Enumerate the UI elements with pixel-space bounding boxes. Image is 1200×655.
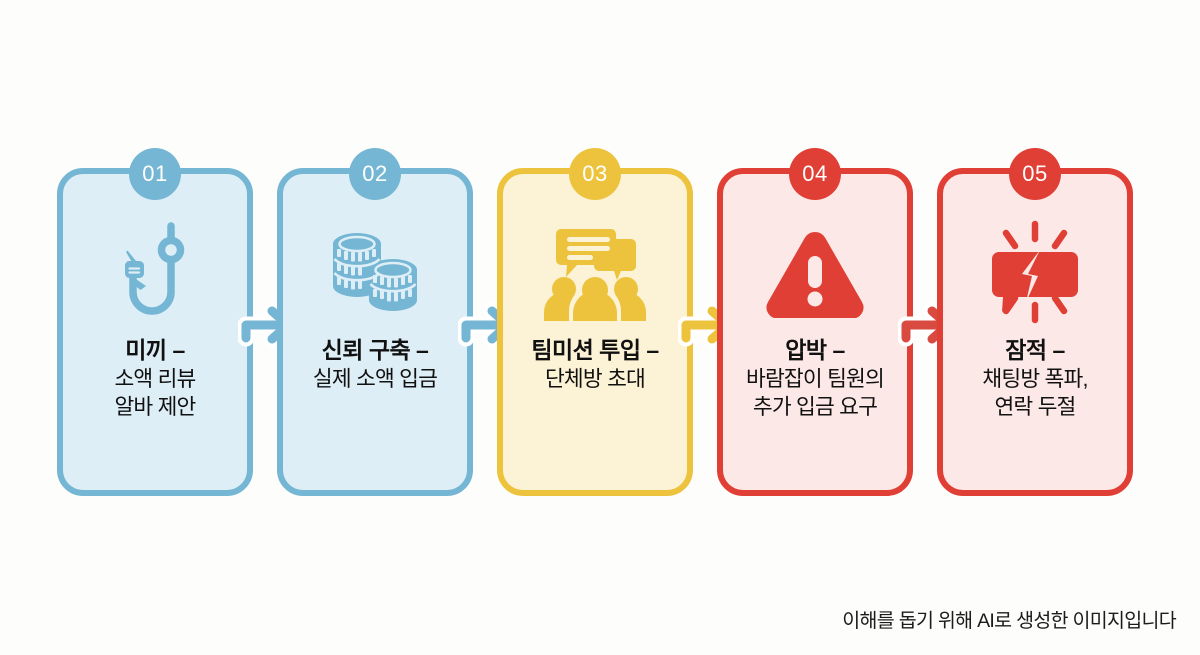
- step-subline-4-1: 추가 입금 요구: [752, 394, 878, 419]
- step-label-3: 팀미션 투입 – 단체방 초대: [503, 336, 687, 394]
- warning-triangle-icon: [755, 220, 875, 324]
- step-title-5: 잠적 –: [1005, 337, 1065, 363]
- step-subline-2-0: 실제 소액 입금: [312, 366, 438, 391]
- step-card-5: 05 잠적 – 채팅방 폭파, 연락 두절: [937, 148, 1133, 496]
- step-subline-1-0: 소액 리뷰: [114, 366, 196, 391]
- step-subline-5-0: 채팅방 폭파,: [982, 366, 1088, 391]
- step-card-3: 03: [497, 148, 693, 496]
- step-subline-1-1: 알바 제안: [114, 394, 196, 419]
- step-card-1: 01 미끼 – 소액 리뷰: [57, 148, 253, 496]
- step-card-4: 04 압박 – 바람잡이 팀원의 추가 입금 요구: [717, 148, 913, 496]
- ai-generated-image-disclaimer: 이해를 돕기 위해 AI로 생성한 이미지입니다: [842, 610, 1176, 632]
- step-title-1: 미끼 –: [125, 337, 185, 363]
- step-label-1: 미끼 – 소액 리뷰 알바 제안: [63, 336, 247, 422]
- group-chat-icon: [535, 220, 655, 324]
- fishing-hook-icon: [95, 220, 215, 324]
- step-number-badge-2: 02: [349, 148, 401, 200]
- step-title-2: 신뢰 구축 –: [321, 337, 429, 363]
- step-subline-5-1: 연락 두절: [994, 394, 1076, 419]
- broken-chat-bubble-icon: [975, 220, 1095, 324]
- step-number-badge-5: 05: [1009, 148, 1061, 200]
- step-number-badge-4: 04: [789, 148, 841, 200]
- step-number-badge-3: 03: [569, 148, 621, 200]
- step-label-4: 압박 – 바람잡이 팀원의 추가 입금 요구: [723, 336, 907, 422]
- step-card-2: 02: [277, 148, 473, 496]
- step-subline-3-0: 단체방 초대: [544, 366, 646, 391]
- coin-stack-icon: [315, 220, 435, 324]
- step-title-4: 압박 –: [785, 337, 845, 363]
- step-label-5: 잠적 – 채팅방 폭파, 연락 두절: [943, 336, 1127, 422]
- step-subline-4-0: 바람잡이 팀원의: [745, 366, 885, 391]
- step-title-3: 팀미션 투입 –: [531, 337, 659, 363]
- step-label-2: 신뢰 구축 – 실제 소액 입금: [283, 336, 467, 394]
- step-number-badge-1: 01: [129, 148, 181, 200]
